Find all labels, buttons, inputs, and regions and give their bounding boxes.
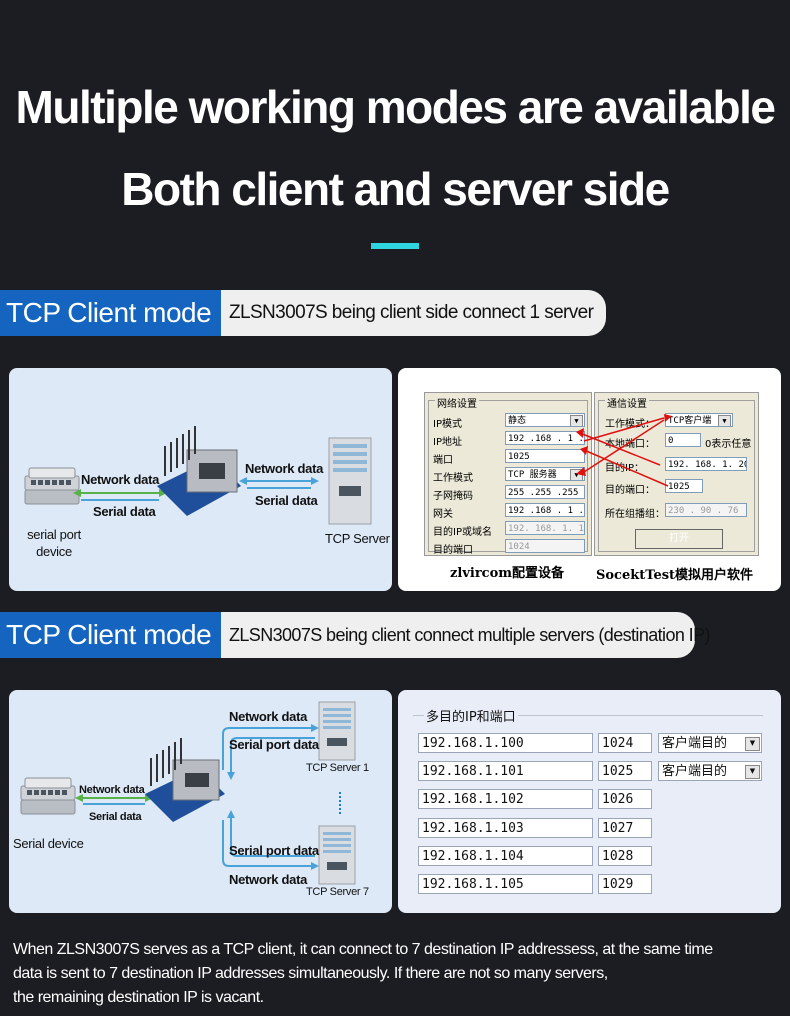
config-row-input: 192. 168. 1. 101 bbox=[505, 521, 585, 535]
network-diagram-1 bbox=[24, 426, 372, 525]
dest-ip-field[interactable]: 192.168.1.101 bbox=[418, 761, 593, 782]
tcp-server-icon bbox=[328, 437, 372, 525]
diagram-panel-1: Network data Serial data Network data Se… bbox=[9, 368, 392, 591]
dest-ip-label: 目的IP： bbox=[605, 463, 644, 474]
footer-line-2: data is sent to 7 destination IP address… bbox=[13, 965, 608, 982]
server-7-label: TCP Server 7 bbox=[306, 886, 369, 898]
local-port-label: 本地端口： bbox=[605, 439, 655, 450]
serial-data-label-2: Serial data bbox=[89, 811, 142, 823]
caption-socket-test: SocektTest模拟用户软件 bbox=[596, 568, 754, 583]
config-row-label: IP模式 bbox=[433, 419, 462, 430]
accent-underline bbox=[371, 243, 419, 249]
dest-mode-select[interactable]: 客户端目的▼ bbox=[658, 761, 762, 782]
bottom-serial-port-data-label: Serial port data bbox=[229, 843, 319, 858]
dest-port-label: 目的端口： bbox=[605, 485, 655, 496]
headline-line1: Multiple working modes are available bbox=[15, 81, 776, 133]
dest-ip-field[interactable]: 192.168.1.100 bbox=[418, 733, 593, 753]
dest-ip-field[interactable]: 192.168.1.103 bbox=[418, 817, 593, 838]
dest-port-field[interactable]: 1029 bbox=[598, 874, 652, 894]
work-mode-select[interactable]: TCP客户端▼ bbox=[665, 413, 733, 427]
config-row-label: IP地址 bbox=[433, 437, 462, 448]
config-row-label: 工作模式 bbox=[433, 473, 473, 484]
config-row-label: 网关 bbox=[433, 509, 453, 520]
tcp-server-7-icon bbox=[318, 825, 356, 885]
dest-port-field[interactable]: 1027 bbox=[598, 817, 652, 838]
dest-port-field[interactable]: 1028 bbox=[598, 845, 652, 866]
dest-ip-field[interactable]: 192.168.1.102 bbox=[418, 789, 593, 810]
serial-device-icon bbox=[24, 467, 80, 505]
config-row-input[interactable]: 192 .168 . 1 . 1 bbox=[505, 503, 585, 517]
config-row-select[interactable]: 静态▼ bbox=[505, 413, 585, 427]
dest-ip-field[interactable]: 192.168.1.105 bbox=[418, 874, 593, 894]
vertical-dots-icon bbox=[339, 792, 341, 814]
comm-settings-title: 通信设置 bbox=[605, 395, 649, 410]
network-settings-title: 网络设置 bbox=[435, 395, 479, 410]
red-arrows bbox=[576, 414, 672, 487]
footer-line-3: the remaining destination IP is vacant. bbox=[13, 989, 264, 1006]
work-mode-label: 工作模式： bbox=[605, 419, 655, 430]
footer-line-1: When ZLSN3007S serves as a TCP client, i… bbox=[13, 941, 713, 958]
server-label: TCP Server bbox=[325, 531, 390, 546]
network-diagram-2 bbox=[20, 701, 356, 885]
serial-data-label: Serial data bbox=[93, 504, 156, 519]
config-row-label: 端口 bbox=[433, 455, 453, 466]
config-row-label: 目的端口 bbox=[433, 545, 473, 556]
mode-bar-2: TCP Client mode ZLSN3007S being client c… bbox=[0, 612, 710, 658]
diagram-panel-2: Network data Serial data Network data Se… bbox=[9, 690, 392, 913]
multicast-input: 230 . 90 . 76 . 1 bbox=[665, 503, 747, 517]
dest-port-input[interactable]: 1025 bbox=[665, 479, 703, 493]
mode-description-2: ZLSN3007S being client connect multiple … bbox=[221, 612, 710, 658]
chevron-down-icon: ▼ bbox=[745, 765, 760, 780]
dest-ip-field[interactable]: 192.168.1.104 bbox=[418, 845, 593, 866]
network-data-label-2: Network data bbox=[79, 784, 145, 796]
dest-port-field[interactable]: 1025 bbox=[598, 761, 652, 782]
config-row-input[interactable]: 1025 bbox=[505, 449, 585, 463]
chevron-down-icon: ▼ bbox=[745, 737, 760, 751]
comm-settings-group bbox=[598, 400, 755, 552]
local-port-input[interactable]: 0 bbox=[665, 433, 701, 447]
config-row-label: 子网掩码 bbox=[433, 491, 473, 502]
top-serial-port-data-label: Serial port data bbox=[229, 737, 319, 752]
serial-device-icon-2 bbox=[20, 777, 76, 815]
multi-ip-title: 多目的IP和端口 bbox=[424, 706, 518, 725]
network-data-right-label: Network data bbox=[245, 461, 324, 476]
chevron-down-icon: ▼ bbox=[718, 415, 731, 426]
config-row-input[interactable]: 192 .168 . 1 .200 bbox=[505, 431, 585, 445]
bottom-network-data-label: Network data bbox=[229, 872, 308, 887]
server-1-label: TCP Server 1 bbox=[306, 762, 369, 774]
open-button[interactable]: 打开 bbox=[635, 529, 723, 549]
multi-ip-group bbox=[413, 715, 763, 906]
config-row-input[interactable]: 255 .255 .255 . 0 bbox=[505, 485, 585, 499]
mode-description: ZLSN3007S being client side connect 1 se… bbox=[221, 290, 606, 336]
mode-label-2: TCP Client mode bbox=[0, 612, 221, 658]
zlsn3007s-module-icon-2 bbox=[145, 738, 225, 822]
tcp-server-1-icon bbox=[318, 701, 356, 761]
zlvircom-dialog: 网络设置 IP模式 静态▼ IP地址 192 .168 . 1 .200 端口 1025 工… bbox=[424, 392, 592, 556]
dest-mode-select[interactable]: 客户端目的▼ bbox=[658, 733, 762, 753]
dest-ip-input[interactable]: 192. 168. 1. 200 bbox=[665, 457, 747, 471]
chevron-down-icon: ▼ bbox=[570, 415, 583, 426]
config-row-label: 目的IP或域名 bbox=[433, 527, 492, 538]
local-port-hint: 0表示任意 bbox=[705, 439, 752, 450]
dest-port-field[interactable]: 1026 bbox=[598, 789, 652, 810]
config-panel: 网络设置 IP模式 静态▼ IP地址 192 .168 . 1 .200 端口 1025 工… bbox=[398, 368, 781, 591]
multicast-label: 所在组播组： bbox=[605, 509, 665, 520]
config-row-select[interactable]: TCP 服务器▼ bbox=[505, 467, 585, 481]
device-label: serial port device bbox=[27, 527, 81, 559]
mode-label: TCP Client mode bbox=[0, 290, 221, 336]
socket-test-dialog: 通信设置 工作模式： TCP客户端▼ 本地端口： 0 0表示任意 目的IP： 1… bbox=[594, 392, 759, 556]
caption-zlvircom: zlvircom配置设备 bbox=[450, 566, 565, 581]
serial-data-right-label: Serial data bbox=[255, 493, 318, 508]
network-data-label: Network data bbox=[81, 472, 160, 487]
mode-bar-1: TCP Client mode ZLSN3007S being client s… bbox=[0, 290, 606, 336]
config-row-input: 1024 bbox=[505, 539, 585, 553]
top-network-data-label: Network data bbox=[229, 709, 308, 724]
zlsn3007s-module-icon bbox=[157, 426, 241, 516]
dest-port-field[interactable]: 1024 bbox=[598, 733, 652, 753]
headline-line2: Both client and server side bbox=[121, 163, 670, 215]
serial-device-label: Serial device bbox=[13, 836, 84, 851]
